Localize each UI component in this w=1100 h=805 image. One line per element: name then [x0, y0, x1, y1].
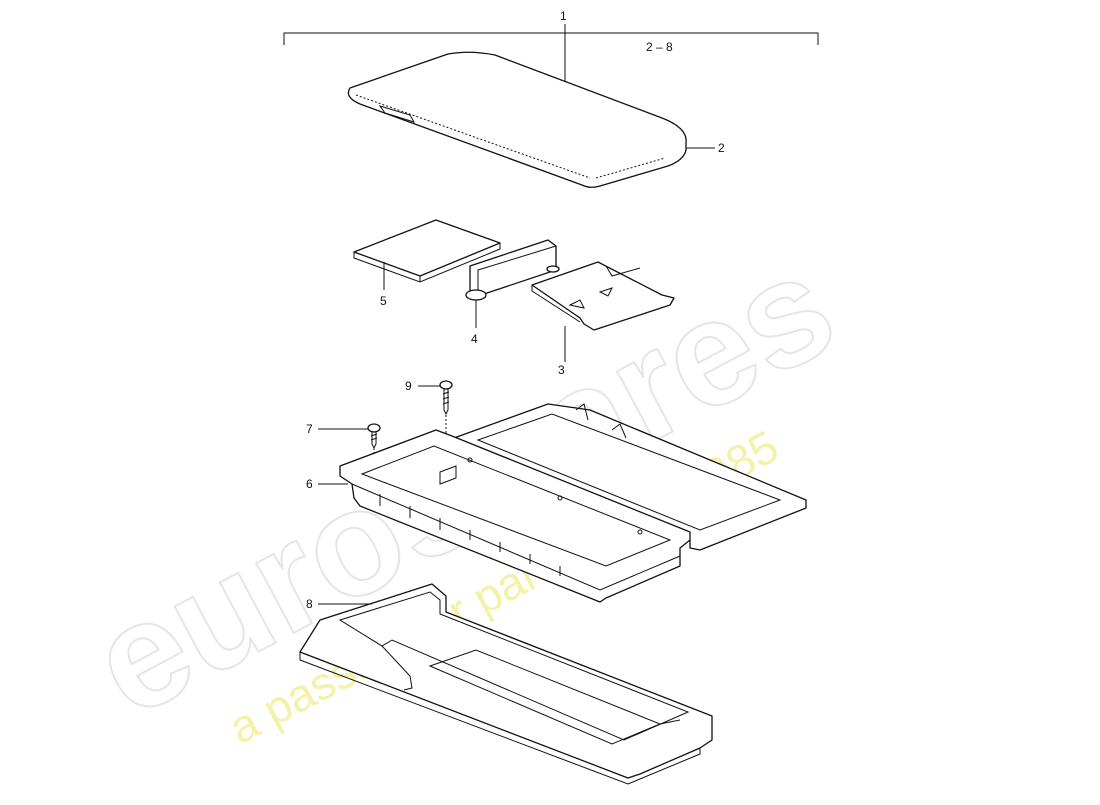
part-8-console-base: 8 — [299, 583, 713, 785]
part-6-frame: 6 — [306, 403, 807, 603]
callout-9: 9 — [405, 379, 412, 393]
part-2-armrest-cushion: 2 — [347, 51, 725, 188]
part-3-latch-plate: 3 — [531, 261, 675, 377]
callout-7: 7 — [306, 422, 313, 436]
callout-4: 4 — [471, 332, 478, 346]
part-5-pad: 5 — [353, 219, 501, 308]
callout-6: 6 — [306, 477, 313, 491]
callout-5: 5 — [380, 294, 387, 308]
callout-3: 3 — [558, 363, 565, 377]
part-4-hinge-bracket: 4 — [465, 239, 560, 346]
callout-range: 2 – 8 — [646, 40, 673, 54]
group-bracket: 1 2 – 8 — [283, 9, 819, 90]
callout-2: 2 — [718, 141, 725, 155]
part-7-screw: 7 — [306, 422, 381, 490]
callout-8: 8 — [306, 597, 313, 611]
callout-1: 1 — [560, 9, 567, 23]
